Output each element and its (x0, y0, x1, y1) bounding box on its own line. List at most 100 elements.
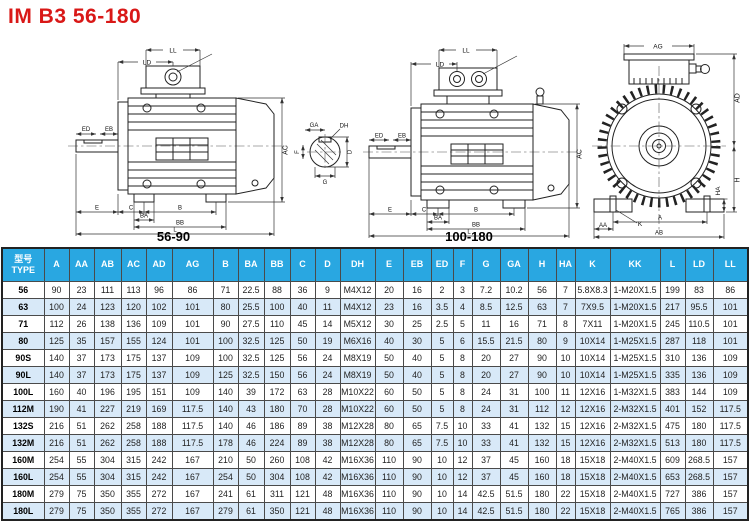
dimension-cell: 46 (237, 433, 265, 452)
dimension-cell: 15.5 (471, 331, 501, 350)
dimension-cell: 10 (430, 501, 454, 520)
cable-gland-icon (165, 69, 181, 85)
dimension-cell: 180 (684, 433, 714, 452)
dimension-cell: 22 (555, 501, 576, 520)
dimension-cell: 10 (452, 433, 473, 452)
dim-label-ab: AB (655, 231, 663, 237)
dimension-cell: 7X11 (574, 314, 611, 333)
dimension-cell: 188 (145, 416, 173, 435)
dimension-cell: 224 (263, 433, 291, 452)
dimension-cell: M12X28 (339, 433, 376, 452)
dimension-cell: 120 (120, 297, 147, 316)
dim-label-a: A (658, 216, 662, 222)
dimension-cell: 55 (68, 467, 95, 486)
dimension-cell: 173 (93, 348, 122, 367)
dimension-cell: 169 (145, 399, 173, 418)
lifting-eyebolt (536, 88, 544, 96)
row-type-label: 132M (1, 433, 45, 452)
dimension-cell: 383 (659, 382, 686, 401)
dimension-cell: 37 (68, 365, 95, 384)
dimension-cell: 90 (402, 450, 432, 469)
dimension-cell: 121 (289, 501, 316, 520)
row-type-label: 90S (1, 348, 45, 367)
dimension-cell: 140 (43, 365, 70, 384)
dimension-cell: 15X18 (574, 467, 611, 486)
dimension-cell: 160 (527, 450, 557, 469)
dimension-cell: 180 (684, 416, 714, 435)
dimension-cell: 150 (263, 365, 291, 384)
dimension-cell: 117.5 (712, 433, 749, 452)
dimension-cell: M16X36 (339, 450, 376, 469)
dimension-cell: 33 (471, 433, 501, 452)
dimension-cell: 199 (659, 280, 686, 299)
column-header-dh: DH (339, 247, 376, 282)
dimension-cell: 5 (430, 399, 454, 418)
dimension-cell: 35 (68, 331, 95, 350)
dimension-cell: 40 (402, 348, 432, 367)
dimension-cell: 227 (93, 399, 122, 418)
dimension-cell: 260 (263, 450, 291, 469)
dimension-cell: 254 (43, 467, 70, 486)
dimension-cell: 118 (684, 331, 714, 350)
dimension-cell: 287 (659, 331, 686, 350)
row-type-label: 100L (1, 382, 45, 401)
dimension-cell: 653 (659, 467, 686, 486)
dimension-cell: 26 (68, 314, 95, 333)
dimension-lines: LL LD ED EB AC E C B BA BB L (76, 48, 290, 237)
terminal-box-lid (624, 54, 694, 60)
dimension-cell: 109 (145, 314, 173, 333)
dimension-cell: 7.2 (471, 280, 501, 299)
dim-label-bb: BB (176, 221, 184, 227)
dimension-cell: 1-M20X1.5 (609, 280, 661, 299)
dimension-cell: 180 (527, 484, 557, 503)
right-drawing-front-view: AG AD H HA K A AA AB (576, 43, 742, 247)
dimension-cell: 117.5 (171, 433, 214, 452)
dimension-cell: 7X9.5 (574, 297, 611, 316)
dim-label-ag: AG (653, 43, 662, 50)
dimension-cell: 101 (712, 331, 749, 350)
dimension-cell: 110 (374, 467, 404, 486)
dimension-cell: 16 (402, 297, 432, 316)
dimension-cell: 28 (314, 399, 341, 418)
column-header-b: B (212, 247, 239, 282)
dimension-cell: 117.5 (712, 416, 749, 435)
column-header-bb: BB (263, 247, 291, 282)
dimension-cell: 513 (659, 433, 686, 452)
column-header-h: H (527, 247, 557, 282)
dimension-cell: 40 (289, 297, 316, 316)
dimension-cell: 23 (374, 297, 404, 316)
dimension-cell: 2-M40X1.5 (609, 467, 661, 486)
column-header-ed: ED (430, 247, 454, 282)
dimension-cell: 304 (263, 467, 291, 486)
dimension-cell: 1-M25X1.5 (609, 348, 661, 367)
dimension-cell: 20 (374, 280, 404, 299)
dimension-cell: M8X19 (339, 348, 376, 367)
cable-gland-icon (689, 64, 696, 73)
dimension-cell: 2-M40X1.5 (609, 501, 661, 520)
dimension-cell: 138 (93, 314, 122, 333)
dimension-cell: 96 (145, 280, 173, 299)
dimension-cell: 5 (430, 348, 454, 367)
dimension-cell: 167 (171, 501, 214, 520)
dimension-cell: 9 (555, 331, 576, 350)
dimension-cell: 50 (402, 382, 432, 401)
dimension-cell: 355 (120, 501, 147, 520)
dimension-cell: 24 (471, 382, 501, 401)
dim-label-eb: EB (398, 134, 406, 140)
dimension-cell: M16X36 (339, 501, 376, 520)
dimension-cell: 22 (555, 484, 576, 503)
dimension-cell: 61 (237, 501, 265, 520)
dimension-cell: M8X19 (339, 365, 376, 384)
row-type-label: 63 (1, 297, 45, 316)
dimension-cell: 140 (43, 348, 70, 367)
dimension-cell: 350 (93, 484, 122, 503)
dimension-cell: 41 (499, 433, 529, 452)
dimension-cell: 90 (402, 501, 432, 520)
dimension-cell: 30 (374, 314, 404, 333)
dimension-cell: 157 (712, 501, 749, 520)
dimension-cell: 90 (402, 484, 432, 503)
